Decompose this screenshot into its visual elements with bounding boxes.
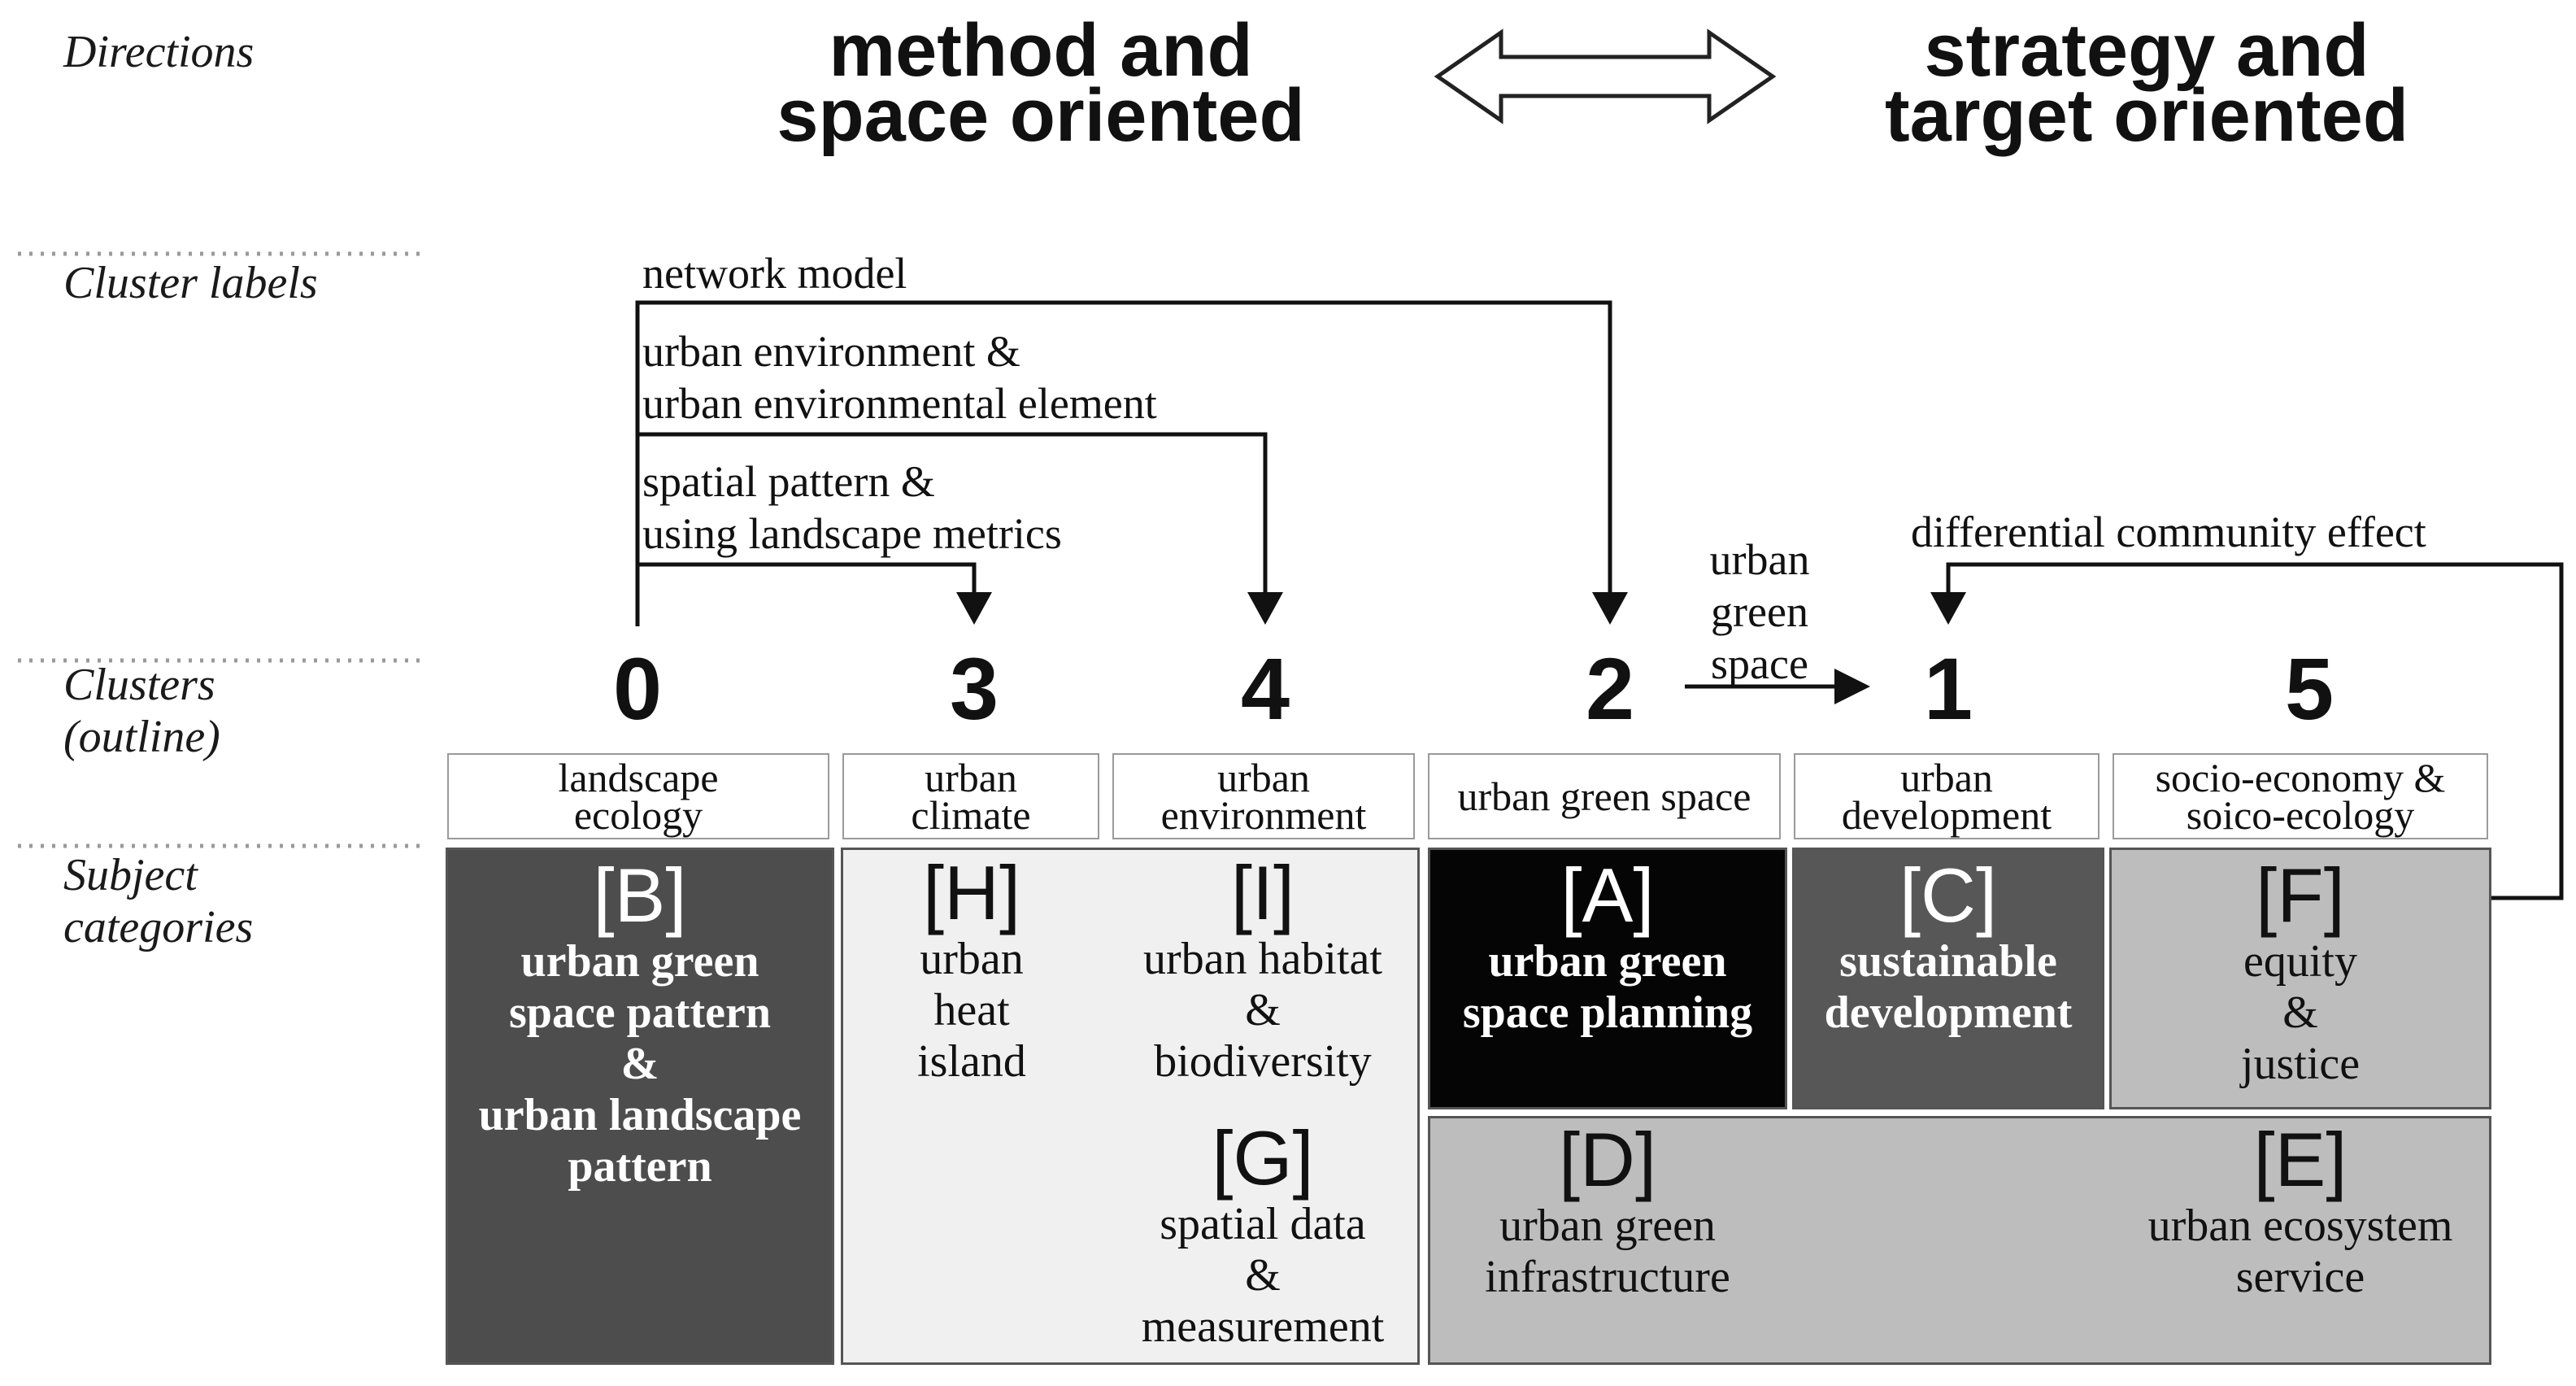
cluster-number-0: 0 bbox=[612, 639, 663, 738]
category-d: [D] urban green infrastructure bbox=[1433, 1119, 1782, 1303]
cluster-label-differential-community-effect: differential community effect bbox=[1911, 508, 2426, 556]
category-i-code: [I] bbox=[1230, 850, 1295, 935]
cluster-label-urban-green-space: urban green space bbox=[1709, 535, 1810, 688]
cluster-number-4: 4 bbox=[1240, 639, 1290, 738]
cluster-name-2: urban green space bbox=[1428, 753, 1781, 839]
category-g-code: [G] bbox=[1212, 1115, 1314, 1201]
cluster-number-5: 5 bbox=[2284, 639, 2334, 738]
category-h: [H] urban heat island bbox=[846, 852, 1098, 1087]
cluster-name-0: landscape ecology bbox=[447, 753, 829, 839]
cluster-name-4: urban environment bbox=[1112, 753, 1415, 839]
cluster-label-network-model: network model bbox=[642, 249, 907, 298]
category-c-code: [C] bbox=[1899, 852, 1998, 938]
category-i: [I] urban habitat & biodiversity bbox=[1109, 852, 1416, 1087]
arrowhead-to-cluster-4 bbox=[1247, 592, 1283, 625]
edge-network-model bbox=[635, 300, 1612, 626]
edge-differential-community-effect bbox=[1946, 562, 2564, 900]
cluster-name-5: socio-economy & soico-ecology bbox=[2113, 753, 2488, 839]
row-label-directions: Directions bbox=[63, 27, 255, 77]
edge-spatial-pattern bbox=[637, 562, 977, 602]
category-e: [E] urban ecosystem service bbox=[2113, 1119, 2488, 1303]
category-g-label: spatial data & measurement bbox=[1141, 1199, 1385, 1352]
category-a-code: [A] bbox=[1560, 852, 1655, 938]
category-f-box: [F] equity & justice bbox=[2109, 848, 2491, 1109]
category-b-box: [B] urban green space pattern & urban la… bbox=[446, 848, 834, 1365]
row-label-clusters: Clusters (outline) bbox=[63, 660, 220, 762]
category-h-code: [H] bbox=[922, 850, 1021, 935]
category-h-label: urban heat island bbox=[917, 934, 1026, 1087]
cluster-name-3: urban climate bbox=[842, 753, 1099, 839]
cluster-label-urban-environment: urban environment & urban environmental … bbox=[642, 327, 1157, 428]
category-b-code: [B] bbox=[593, 852, 687, 938]
category-d-label: urban green infrastructure bbox=[1485, 1201, 1730, 1302]
direction-right-title: strategy and target oriented bbox=[1884, 9, 2409, 157]
row-label-cluster-labels: Cluster labels bbox=[63, 258, 318, 308]
category-a-label: urban green space planning bbox=[1462, 936, 1753, 1038]
bidirectional-arrow bbox=[1434, 28, 1777, 124]
category-de-box bbox=[1428, 1116, 2491, 1365]
category-c-box: [C] sustainable development bbox=[1792, 848, 2104, 1109]
category-i-label: urban habitat & biodiversity bbox=[1143, 934, 1382, 1087]
row-label-subject-categories: Subject categories bbox=[63, 850, 254, 952]
category-a-box: [A] urban green space planning bbox=[1428, 848, 1787, 1109]
category-g: [G] spatial data & measurement bbox=[1109, 1118, 1416, 1353]
arrowhead-to-cluster-2 bbox=[1592, 592, 1628, 625]
cluster-number-2: 2 bbox=[1585, 639, 1635, 738]
category-e-code: [E] bbox=[2253, 1117, 2348, 1202]
category-e-label: urban ecosystem service bbox=[2147, 1201, 2453, 1302]
arrowhead-to-cluster-1-from-2 bbox=[1834, 669, 1870, 704]
edge-urban-environment bbox=[637, 432, 1268, 602]
cluster-number-1: 1 bbox=[1923, 639, 1973, 738]
category-f-code: [F] bbox=[2256, 852, 2345, 938]
cluster-name-1: urban development bbox=[1794, 753, 2100, 839]
direction-left-title: method and space oriented bbox=[777, 9, 1305, 157]
arrowhead-to-cluster-3 bbox=[956, 592, 992, 625]
cluster-label-spatial-pattern: spatial pattern & using landscape metric… bbox=[642, 457, 1062, 558]
category-f-label: equity & justice bbox=[2240, 936, 2361, 1089]
category-b-label: urban green space pattern & urban landsc… bbox=[478, 936, 802, 1192]
category-hig-box bbox=[841, 848, 1420, 1365]
category-c-label: sustainable development bbox=[1824, 936, 2073, 1038]
cluster-number-3: 3 bbox=[949, 639, 999, 738]
arrowhead-to-cluster-1-from-f bbox=[1930, 592, 1966, 625]
category-d-code: [D] bbox=[1558, 1117, 1657, 1202]
